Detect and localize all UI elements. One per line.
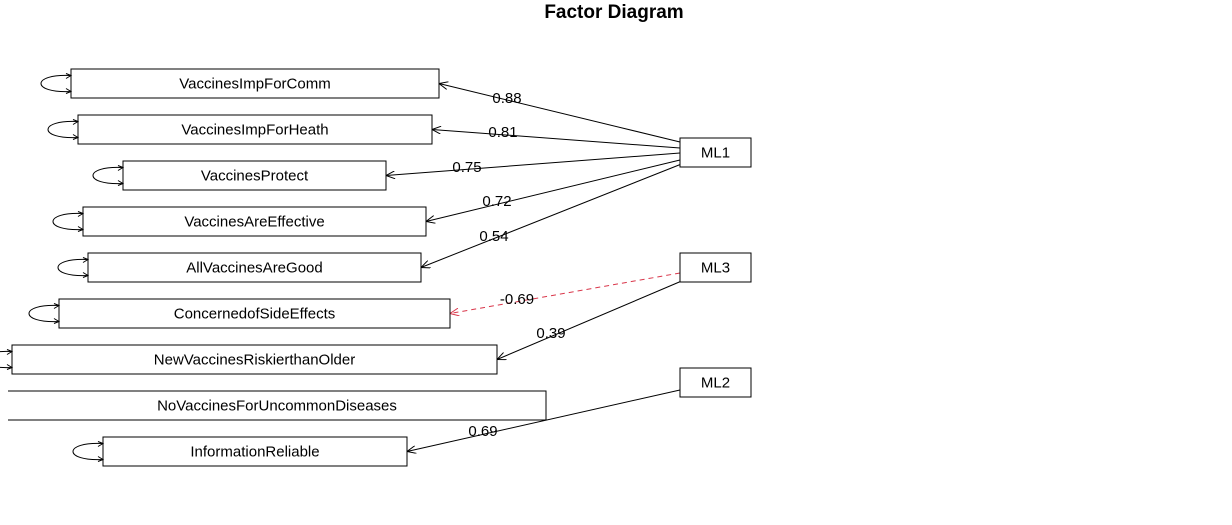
loading-path-ml1-vaccinesprotect [386,152,681,176]
loading-value: 0.88 [492,90,521,107]
variable-box [11,344,498,375]
self-loop-arrowhead [82,272,90,278]
factor-label: ML2 [701,375,730,392]
self-loop-arrowhead [6,364,14,370]
variable-box [77,114,433,145]
variable-box [70,68,440,99]
variable-box [58,298,451,329]
loading-path-ml1-vaccinesareeffective [426,159,681,222]
loading-path-ml2-informationreliable [407,389,681,452]
loading-value: -0.69 [500,291,534,308]
variable-label: NoVaccinesForUncommonDiseases [157,398,397,415]
self-loop-arrowhead [77,226,85,232]
self-loop-path [0,350,13,369]
variable-node-vaccinesimpforcomm: VaccinesImpForComm [40,68,440,99]
self-loop-path [28,304,60,323]
variable-node-allvaccinesaregood: AllVaccinesAreGood [57,252,422,283]
self-loop-path [92,166,124,185]
variable-node-informationreliable: InformationReliable [72,436,408,467]
variable-node-concernedofsideeffects: ConcernedofSideEffects [28,298,451,329]
variable-box [122,160,387,191]
variable-node-vaccinesimpforheath: VaccinesImpForHeath [47,114,433,145]
factor-box [679,252,752,283]
variable-label: VaccinesAreEffective [184,214,324,231]
variable-node-vaccinesprotect: VaccinesProtect [92,160,387,191]
loading-value: 0.69 [468,423,497,440]
self-loop-arrowhead [53,303,61,309]
variable-box [82,206,427,237]
self-loop-arrowhead [97,456,105,462]
variable-label: VaccinesProtect [201,168,309,185]
loading-value: 0.75 [452,159,481,176]
factor-node-ml1: ML1 [679,137,752,168]
loading-path-ml3-concernedofsideeffects [450,272,681,314]
factor-box [679,137,752,168]
variable-box [87,252,422,283]
self-loop-arrowhead [6,349,14,355]
self-loop-arrowhead [65,88,73,94]
variable-node-novaccinesforuncommondiseases: NoVaccinesForUncommonDiseases [8,390,547,421]
diagram-title: Factor Diagram [544,2,683,23]
loading-path-ml1-vaccinesimpforheath [432,130,681,149]
self-loop-path [72,442,104,461]
loading-value: 0.72 [482,193,511,210]
self-loop-arrowhead [72,119,80,125]
observed-variables: VaccinesImpForCommVaccinesImpForHeathVac… [0,68,547,467]
self-loop-path [57,258,89,277]
factor-node-ml3: ML3 [679,252,752,283]
loading-paths [386,84,685,452]
self-loop-arrowhead [82,257,90,263]
variable-node-newvaccinesriskierthanolder: NewVaccinesRiskierthanOlder [0,344,498,375]
factor-box [679,367,752,398]
self-loop-arrowhead [117,180,125,186]
self-loop-arrowhead [77,211,85,217]
loading-path-ml3-newvaccinesriskierthanolder [497,279,685,360]
self-loop-path [52,212,84,231]
variable-label: VaccinesImpForComm [179,76,330,93]
loading-value: 0.54 [479,228,508,245]
loading-path-ml1-vaccinesimpforcomm [439,84,681,143]
self-loop-arrowhead [53,318,61,324]
loading-value: 0.81 [488,124,517,141]
self-loop-path [40,74,72,93]
variable-box [102,436,408,467]
factor-label: ML1 [701,145,730,162]
self-loop-arrowhead [97,441,105,447]
factor-label: ML3 [701,260,730,277]
factor-node-ml2: ML2 [679,367,752,398]
variable-label: InformationReliable [190,444,319,461]
loading-labels: 0.88 0.81 0.750.72 0.54 -0.690.39 0.69 [452,90,565,440]
variable-label: NewVaccinesRiskierthanOlder [154,352,355,369]
self-loop-arrowhead [65,73,73,79]
variable-label: ConcernedofSideEffects [174,306,336,323]
variable-box [8,390,547,421]
self-loop-path [47,120,79,139]
variable-label: AllVaccinesAreGood [186,260,322,277]
loading-value: 0.39 [536,325,565,342]
self-loop-arrowhead [117,165,125,171]
variable-node-vaccinesareeffective: VaccinesAreEffective [52,206,427,237]
self-loop-arrowhead [72,134,80,140]
loading-path-ml1-allvaccinesaregood [421,162,685,268]
variable-label: VaccinesImpForHeath [181,122,328,139]
